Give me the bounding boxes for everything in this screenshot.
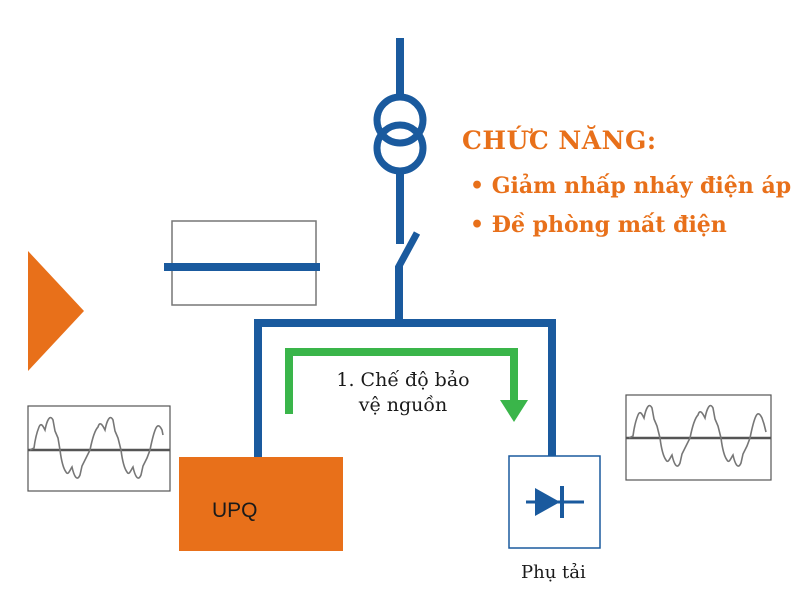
mode-label-line1: 1. Chế độ bảo <box>336 369 470 391</box>
transformer-icon <box>373 93 427 175</box>
play-triangle-icon <box>28 251 84 371</box>
output-waveform-scope <box>625 394 772 481</box>
function-bullet-flicker: • Giảm nhấp nháy điện áp <box>470 173 792 199</box>
bullet-text: Giảm nhấp nháy điện áp <box>491 173 792 199</box>
function-bullet-outage: • Đề phòng mất điện <box>470 212 727 238</box>
input-waveform-scope <box>27 405 171 492</box>
bullet-text: Đề phòng mất điện <box>491 212 727 238</box>
power-flow-arrow <box>285 348 518 414</box>
mode-label: 1. Chế độ bảo vệ nguồn <box>318 368 488 418</box>
load-box <box>508 455 601 549</box>
function-title: CHỨC NĂNG: <box>462 126 657 155</box>
switch-icon <box>394 231 421 270</box>
bus-frame <box>254 319 556 458</box>
upq-box <box>179 457 343 551</box>
mode-label-line2: vệ nguồn <box>358 394 448 416</box>
diode-icon <box>526 486 584 518</box>
upq-label: UPQ <box>212 499 258 522</box>
power-flow-arrow-head <box>500 400 528 422</box>
load-label: Phụ tải <box>521 562 586 583</box>
